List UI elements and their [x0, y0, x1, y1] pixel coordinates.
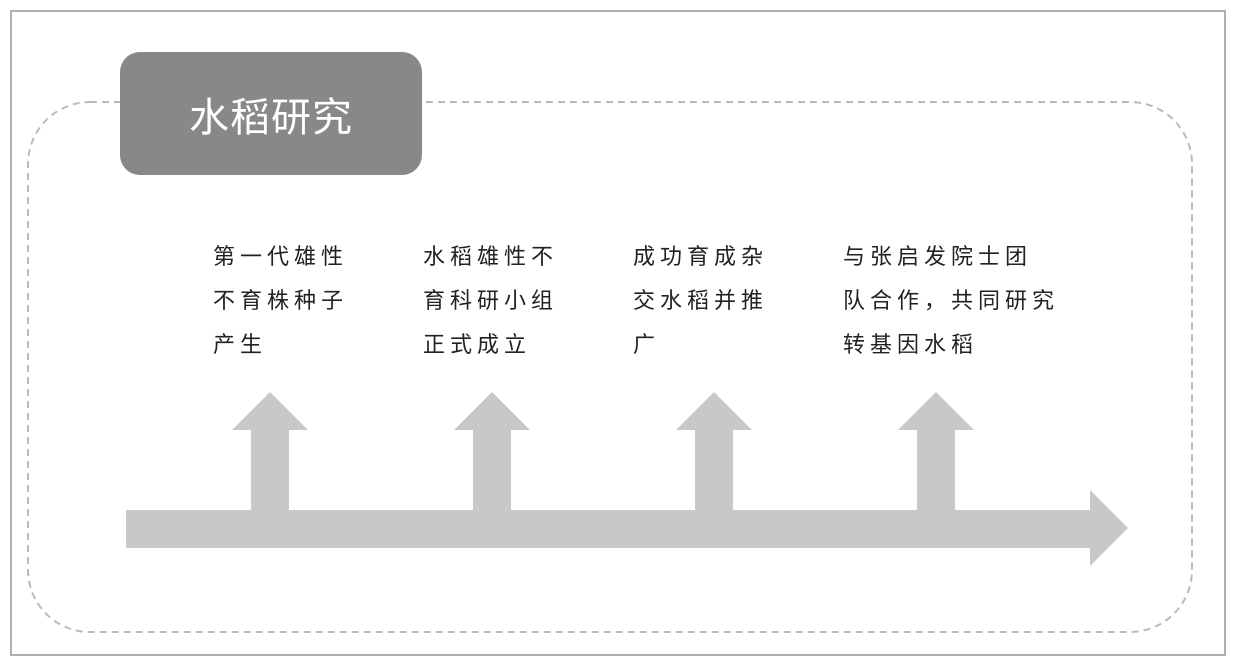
event-line: 水稻雄性不: [423, 245, 559, 270]
event-line: 育科研小组: [423, 289, 559, 314]
event-line: 第一代雄性: [213, 245, 349, 270]
event-line: 转基因水稻: [843, 333, 979, 358]
dashed-container: [27, 101, 1193, 633]
milestone-up-arrow: [454, 392, 530, 510]
event-1: 第一代雄性 不育株种子 产生: [213, 236, 348, 368]
timeline-arrow: [126, 490, 1128, 566]
event-line: 成功育成杂: [633, 245, 769, 270]
milestone-up-arrow: [232, 392, 308, 510]
event-line: 广: [633, 333, 661, 358]
event-line: 队合作，共同研究: [843, 289, 1060, 314]
milestone-up-arrow: [676, 392, 752, 510]
milestone-up-arrow: [898, 392, 974, 510]
event-line: 正式成立: [423, 333, 532, 358]
event-line: 与张启发院士团: [843, 245, 1033, 270]
event-line: 不育株种子: [213, 289, 349, 314]
title-text: 水稻研究: [189, 94, 353, 141]
event-line: 产生: [213, 333, 268, 358]
outer-frame: [10, 10, 1226, 656]
event-4: 与张启发院士团 队合作，共同研究 转基因水稻: [843, 236, 1059, 368]
event-line: 交水稻并推: [633, 289, 769, 314]
event-2: 水稻雄性不 育科研小组 正式成立: [423, 236, 558, 368]
title-box: 水稻研究: [120, 52, 422, 175]
event-3: 成功育成杂 交水稻并推 广: [633, 236, 768, 368]
